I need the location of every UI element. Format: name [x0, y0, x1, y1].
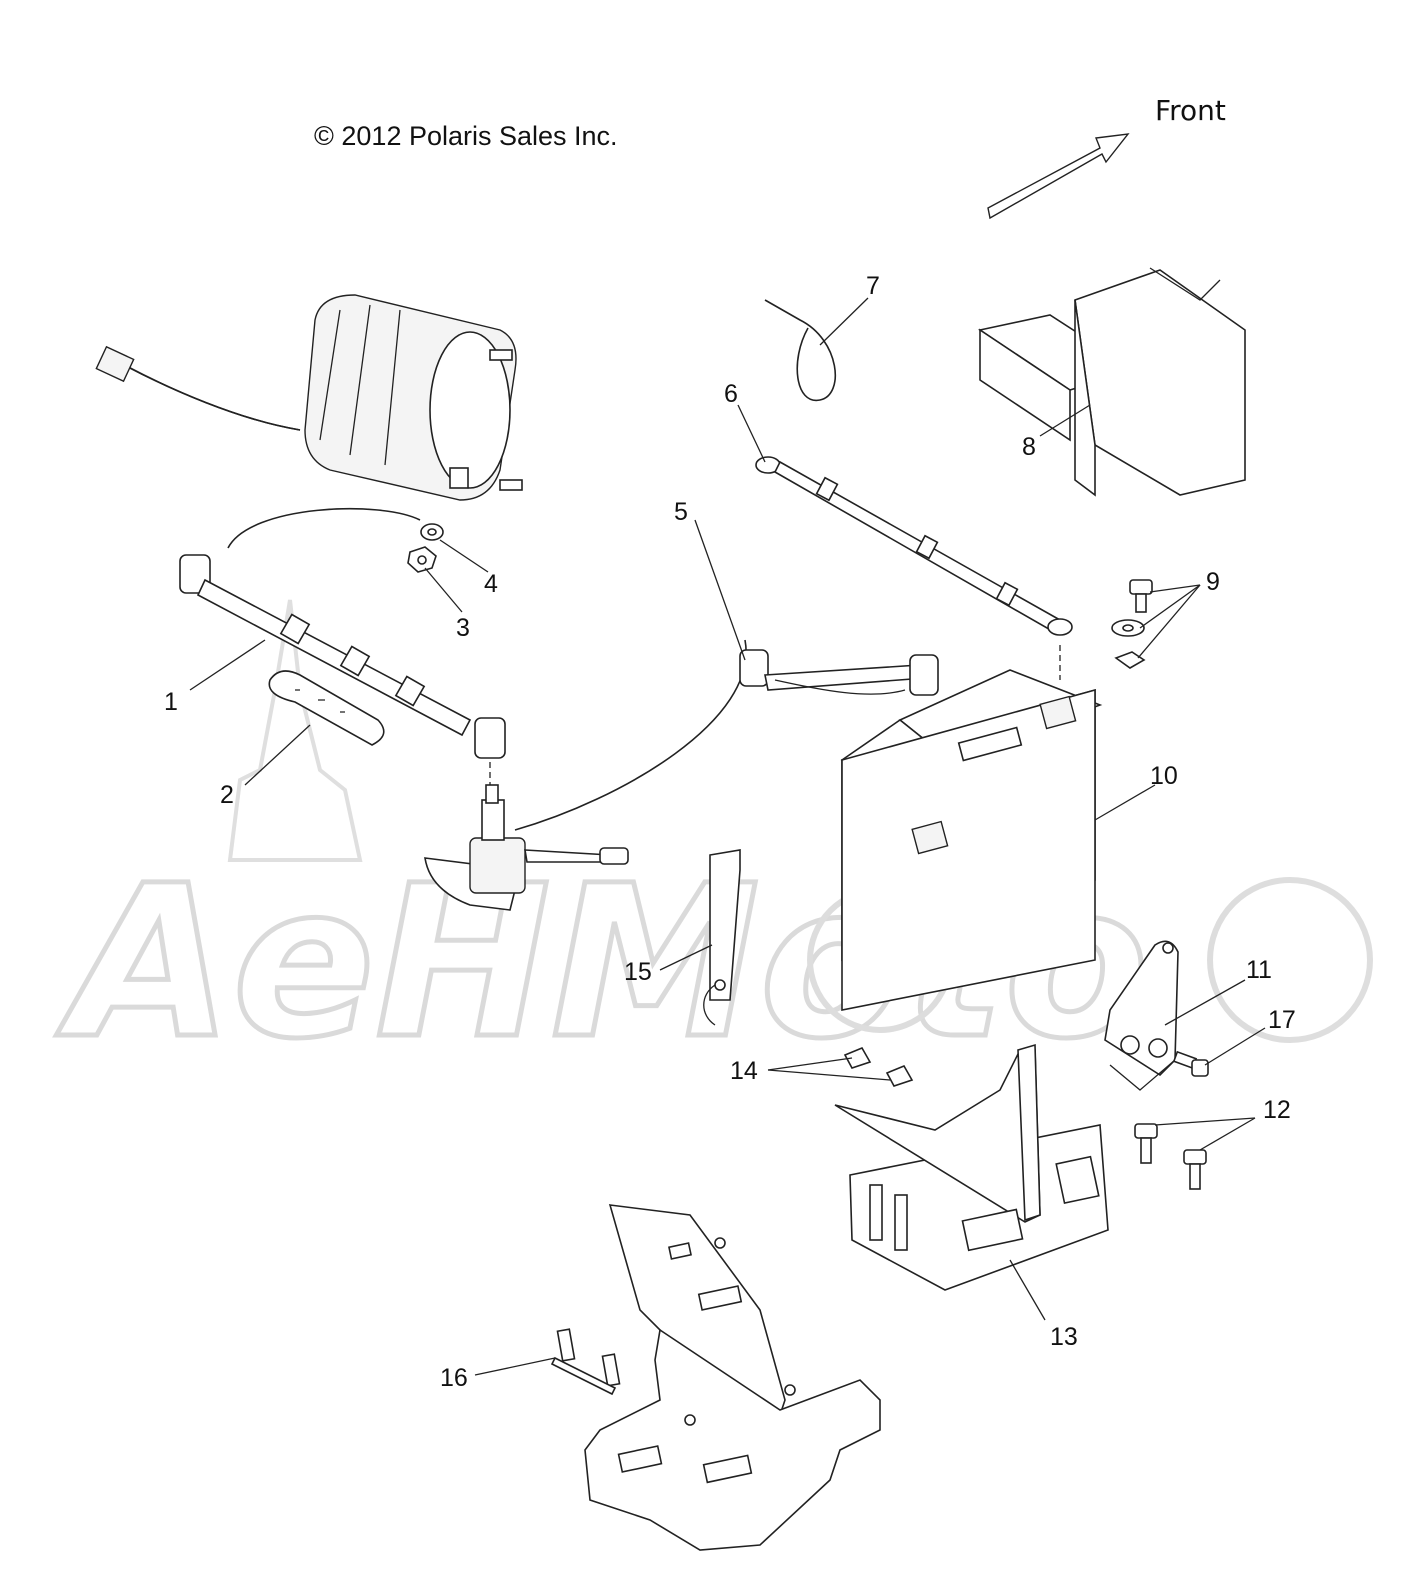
callout-15: 15 [624, 958, 652, 986]
solenoid [424, 639, 747, 911]
strap-part-15 [703, 849, 741, 1026]
cable-part-5 [739, 649, 939, 696]
bracket-part-11 [1104, 940, 1179, 1091]
battery-part-10 [840, 669, 1103, 1011]
callout-7: 7 [866, 272, 880, 300]
callout-16: 16 [440, 1364, 468, 1392]
cover-part-8 [977, 267, 1246, 497]
copyright-text: © 2012 Polaris Sales Inc. [314, 121, 618, 151]
callout-2: 2 [220, 781, 234, 809]
callout-8: 8 [1022, 433, 1036, 461]
callout-6: 6 [724, 380, 738, 408]
pin-part-16 [550, 1328, 621, 1396]
callout-1: 1 [164, 688, 178, 716]
cable-tie-part-7 [764, 299, 837, 401]
callout-5: 5 [674, 498, 688, 526]
callout-4: 4 [484, 570, 498, 598]
starter-motor [95, 294, 523, 501]
callout-13: 13 [1050, 1323, 1078, 1351]
bolt-part-17 [1172, 1050, 1209, 1077]
callout-11: 11 [1246, 956, 1272, 984]
front-label: Front [1155, 94, 1226, 127]
callout-9: 9 [1206, 568, 1220, 596]
nut-part-3 [407, 546, 437, 573]
front-arrow-icon [987, 133, 1130, 220]
callout-17: 17 [1268, 1006, 1296, 1034]
cable-part-6 [755, 456, 1073, 680]
boot-part-2 [268, 670, 385, 746]
bolts-part-12 [1134, 1123, 1207, 1190]
callout-14: 14 [730, 1057, 758, 1085]
callout-12: 12 [1263, 1096, 1291, 1124]
cable-part-1 [179, 508, 506, 790]
skid-plate [584, 1204, 881, 1551]
leader-lines [189, 297, 1266, 1376]
clips-part-14 [843, 1046, 914, 1087]
washer-part-4 [420, 523, 444, 541]
battery-tray-part-13 [834, 1043, 1109, 1291]
callout-10: 10 [1150, 762, 1178, 790]
callout-labels: 1 2 3 4 5 6 7 8 9 10 11 12 13 14 15 16 1… [164, 272, 1296, 1392]
callout-3: 3 [456, 614, 470, 642]
hardware-part-9 [1111, 579, 1153, 669]
watermark-wheel [1207, 877, 1373, 1043]
